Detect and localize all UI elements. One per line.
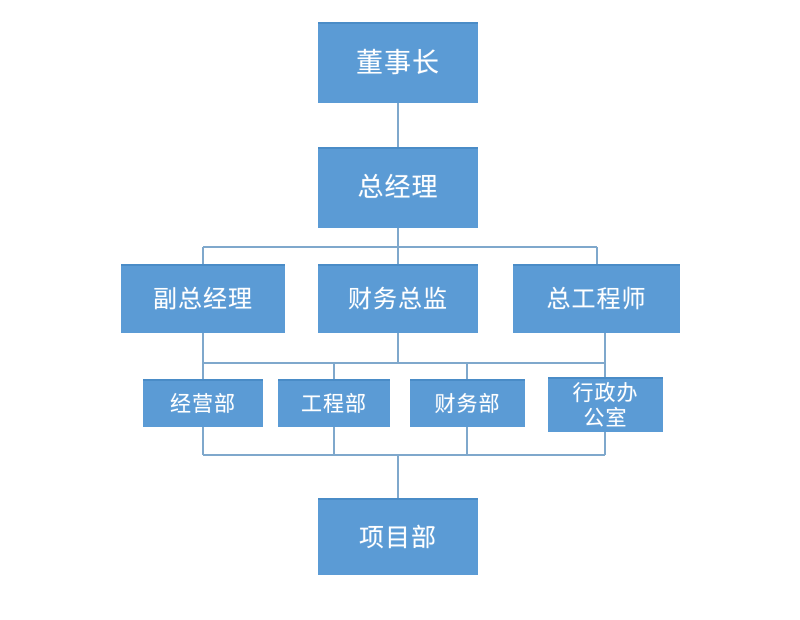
node-general-manager[interactable]: 总经理 xyxy=(318,147,478,228)
node-engineering-department[interactable]: 工程部 xyxy=(278,379,390,427)
node-finance-department-label: 财务部 xyxy=(434,391,501,416)
node-chief-engineer-label: 总工程师 xyxy=(546,285,647,314)
node-project-department[interactable]: 项目部 xyxy=(318,498,478,575)
node-administrative-office-label: 行政办 公室 xyxy=(572,380,639,430)
node-operations-department-label: 经营部 xyxy=(170,391,236,416)
node-deputy-general-manager-label: 副总经理 xyxy=(153,285,253,314)
node-operations-department[interactable]: 经营部 xyxy=(143,379,263,427)
node-cfo[interactable]: 财务总监 xyxy=(318,264,478,333)
node-chairman[interactable]: 董事长 xyxy=(318,22,478,103)
node-chairman-label: 董事长 xyxy=(356,47,440,79)
node-finance-department[interactable]: 财务部 xyxy=(410,379,525,427)
node-administrative-office[interactable]: 行政办 公室 xyxy=(548,377,663,432)
node-engineering-department-label: 工程部 xyxy=(301,391,367,416)
node-cfo-label: 财务总监 xyxy=(348,285,448,314)
node-deputy-general-manager[interactable]: 副总经理 xyxy=(121,264,285,333)
node-project-department-label: 项目部 xyxy=(358,522,437,552)
node-general-manager-label: 总经理 xyxy=(357,173,439,204)
node-chief-engineer[interactable]: 总工程师 xyxy=(513,264,680,333)
